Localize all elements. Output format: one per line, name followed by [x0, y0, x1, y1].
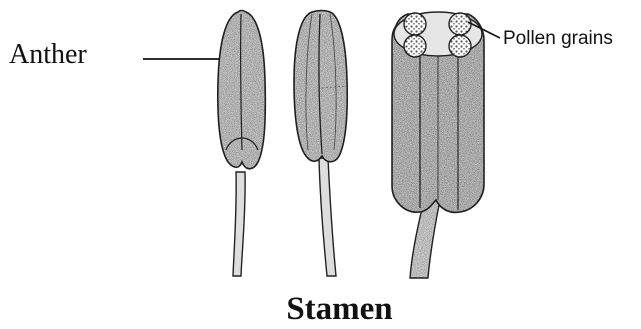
anther-label: Anther	[9, 39, 87, 71]
figure-caption: Stamen	[0, 290, 641, 328]
pollen-sac	[404, 35, 426, 57]
pollen-sac	[449, 13, 471, 35]
stamen-transverse-section	[388, 10, 488, 282]
pollen-grains-label: Pollen grains	[503, 28, 613, 50]
stamen-front-view	[216, 10, 268, 276]
pollen-sac	[449, 35, 471, 57]
stamen-side-view	[292, 10, 350, 276]
pollen-sac	[404, 13, 426, 35]
filament-1	[233, 172, 245, 276]
filament-2	[319, 158, 336, 276]
